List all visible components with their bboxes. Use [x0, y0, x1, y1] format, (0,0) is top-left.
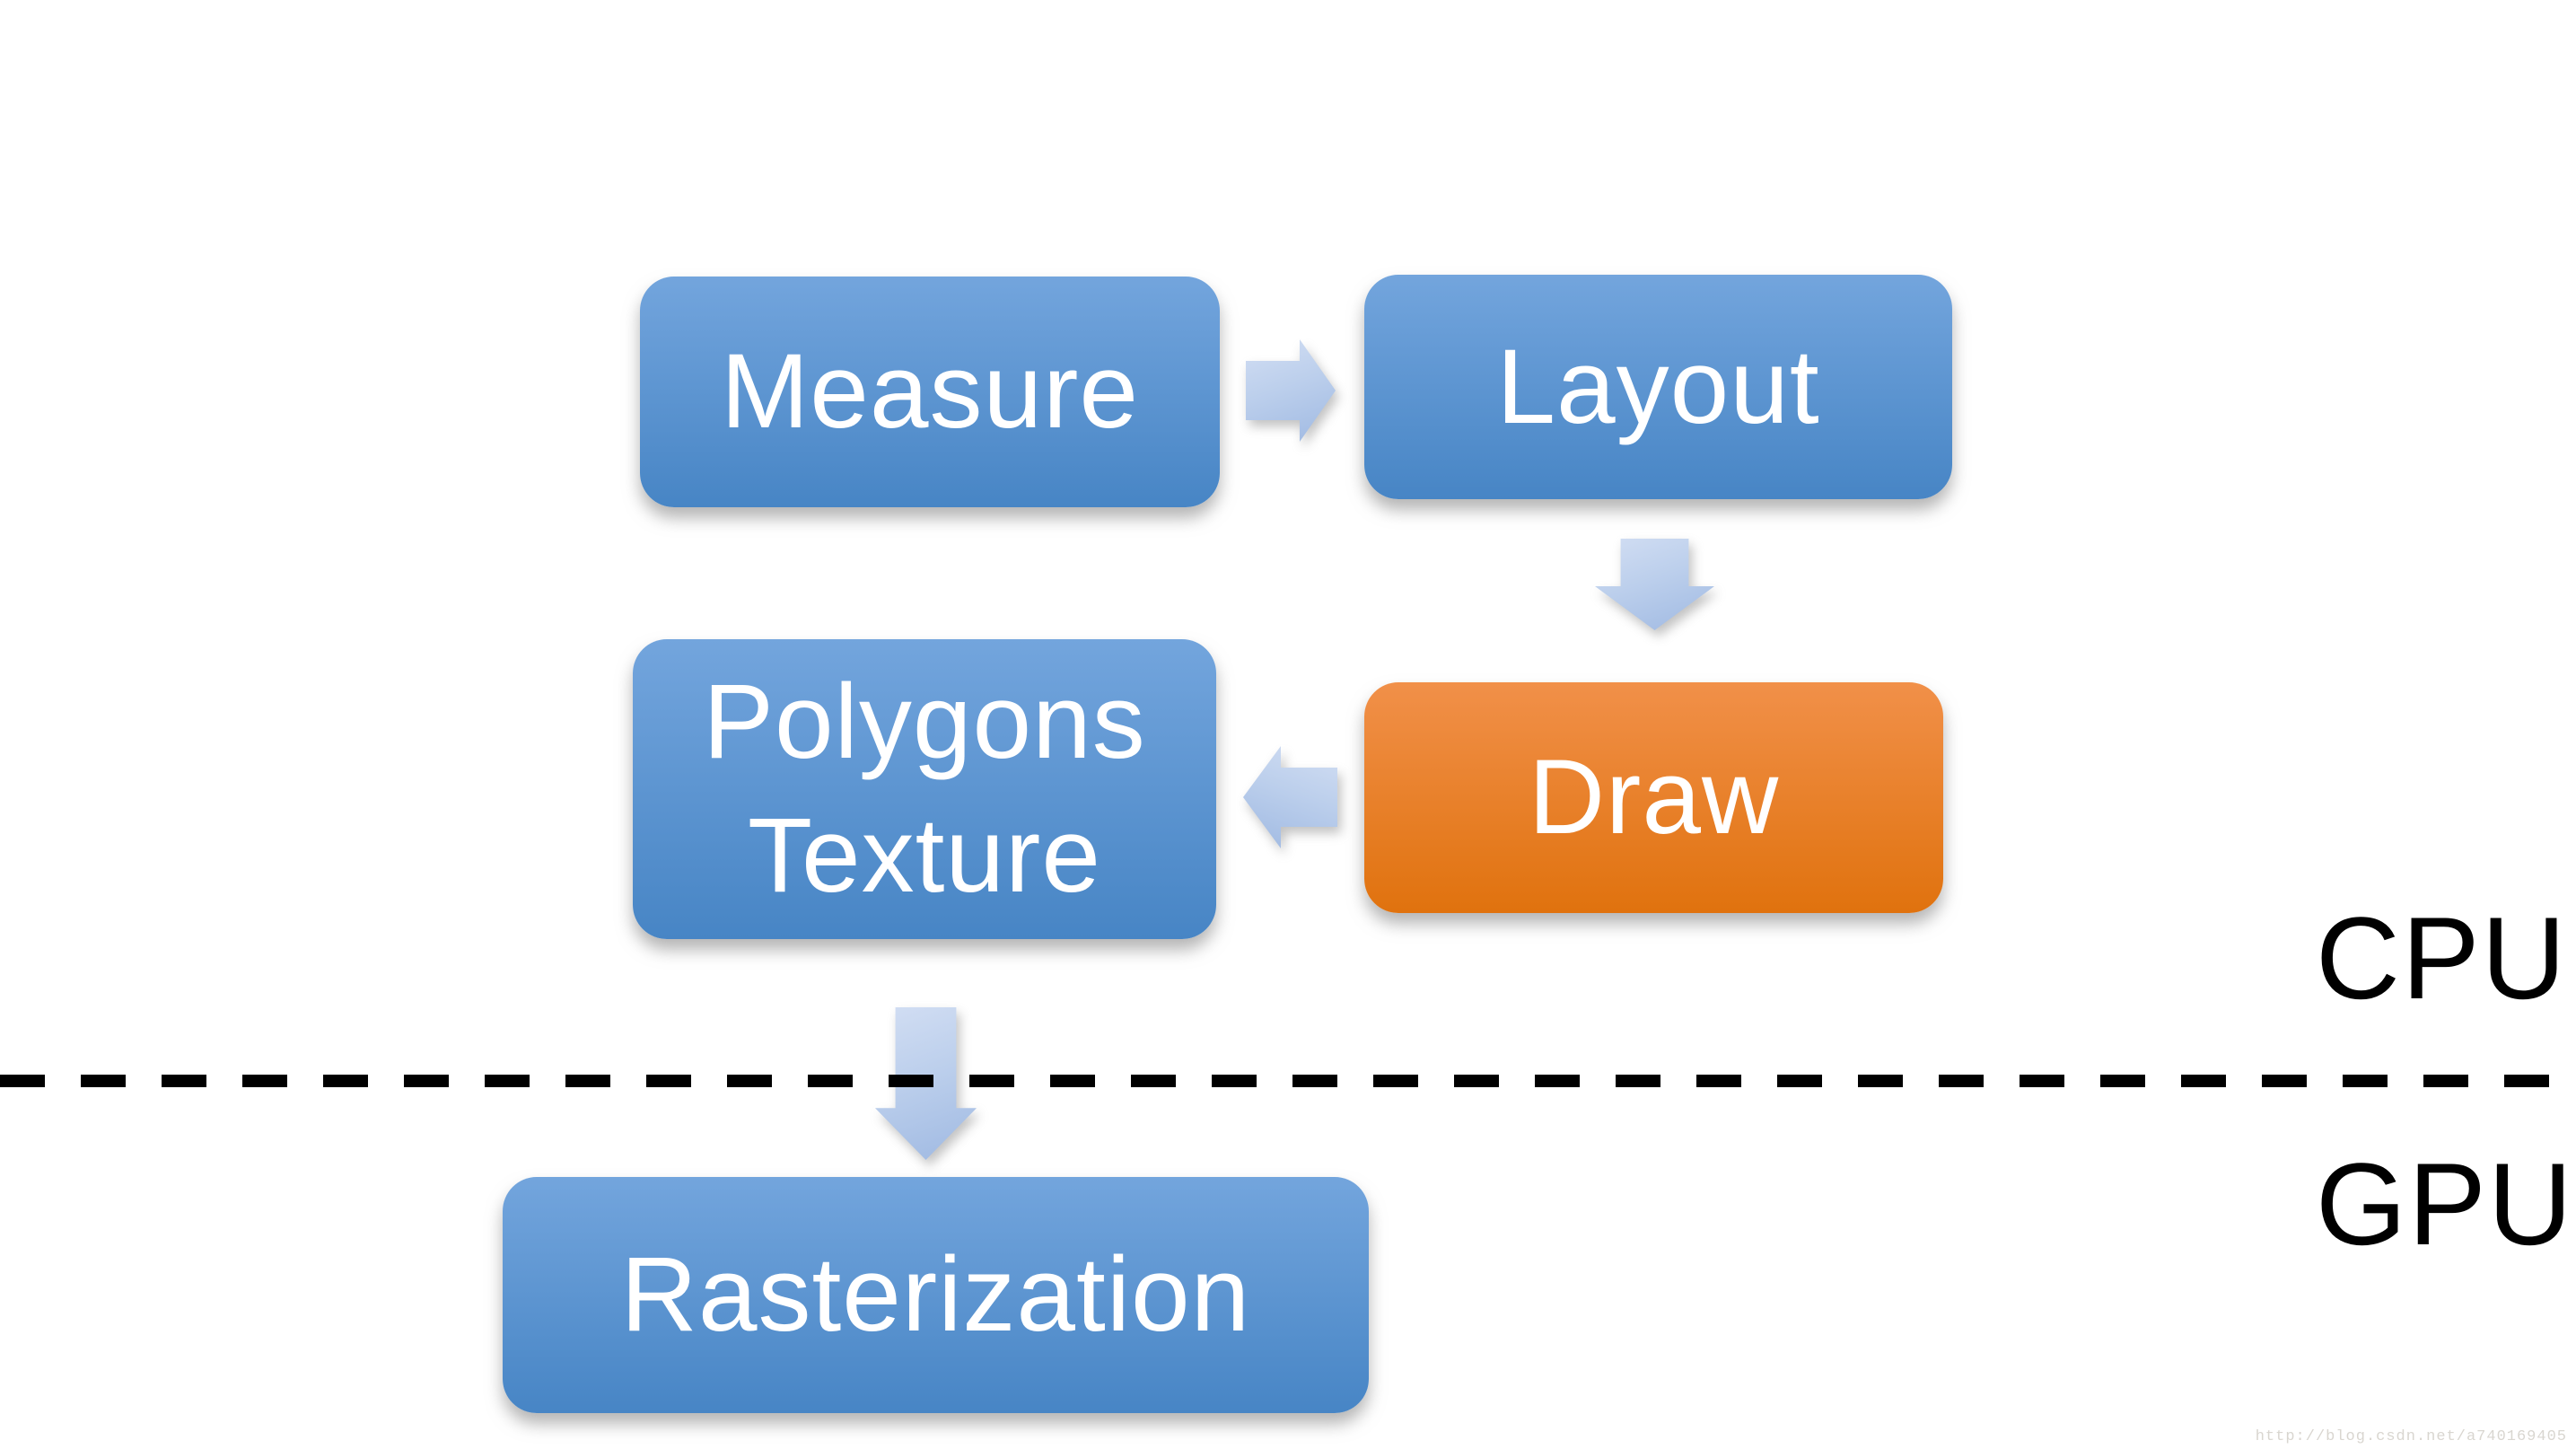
region-label-cpu: CPU: [2316, 892, 2568, 1023]
node-polygons-texture: Polygons Texture: [633, 639, 1216, 939]
arrow-right-icon: [1246, 339, 1336, 442]
node-measure: Measure: [640, 277, 1220, 507]
arrow-left-icon: [1243, 746, 1337, 848]
watermark-url: http://blog.csdn.net/a740169405: [2255, 1428, 2567, 1445]
node-polygons-line1: Polygons: [703, 663, 1146, 782]
arrow-layout-to-draw: [1595, 539, 1714, 630]
node-draw: Draw: [1364, 682, 1943, 913]
node-layout-label: Layout: [1496, 327, 1820, 446]
node-draw-label: Draw: [1528, 738, 1780, 857]
node-measure-label: Measure: [720, 332, 1140, 452]
arrow-down-icon: [1595, 539, 1714, 630]
region-label-gpu: GPU: [2316, 1138, 2574, 1269]
node-polygons-line2: Texture: [748, 796, 1101, 915]
node-rasterization-label: Rasterization: [620, 1235, 1251, 1355]
node-layout: Layout: [1364, 275, 1952, 499]
arrow-measure-to-layout: [1246, 339, 1336, 442]
cpu-gpu-divider-dashed-line: [0, 1075, 2576, 1087]
node-rasterization: Rasterization: [503, 1177, 1369, 1413]
arrow-draw-to-polygons: [1243, 746, 1337, 848]
